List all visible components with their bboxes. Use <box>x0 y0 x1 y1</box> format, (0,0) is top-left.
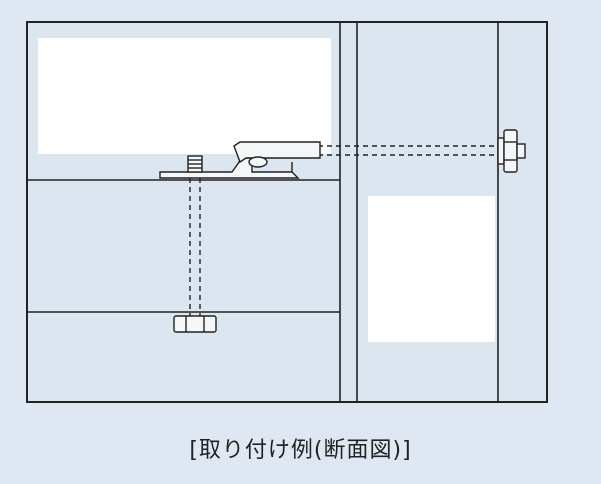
bottom-nut <box>173 315 217 333</box>
side-nut <box>497 129 526 173</box>
vertical-bolt <box>187 155 203 316</box>
blank-area-top-left <box>38 38 331 154</box>
horizontal-hidden-bolt <box>318 145 497 156</box>
cross-section-diagram <box>26 21 548 403</box>
blank-area-right <box>368 196 495 342</box>
clamp-bracket <box>159 141 321 179</box>
diagram-caption: [取り付け例(断面図)] <box>189 438 412 463</box>
